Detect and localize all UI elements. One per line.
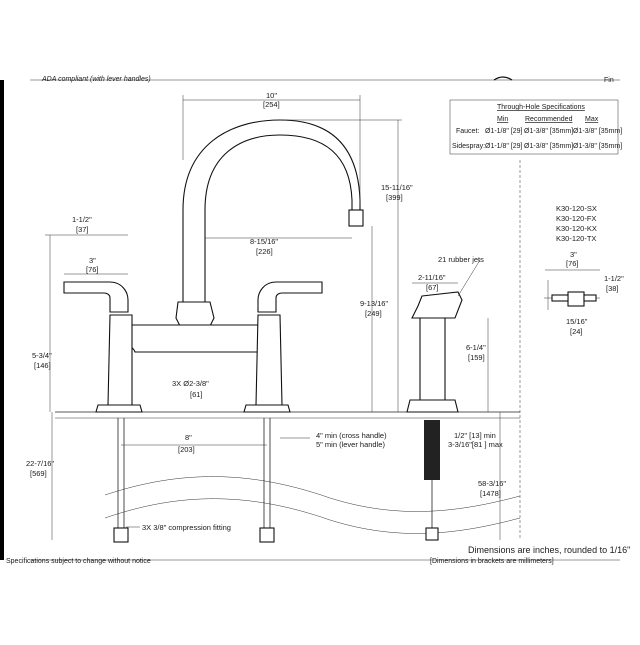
- model-tx: K30-120-TX: [556, 234, 596, 243]
- dim-top-width: 10": [266, 91, 277, 100]
- dim-handle-width: 3": [89, 256, 96, 265]
- dim-overall-height-mm: [399]: [386, 193, 403, 202]
- side-width: 3": [570, 250, 577, 259]
- dim-spray-width: 2-11/16": [418, 273, 446, 282]
- bridge: [114, 324, 281, 353]
- spec-row-sidespray-min: Ø1-1/8" [29]: [485, 143, 523, 150]
- deck-range-min: 1/2" [13] min: [454, 431, 496, 440]
- dim-centers: 8": [185, 433, 192, 442]
- side-height: 1-1/2": [604, 274, 624, 283]
- handle-side-view: [544, 269, 600, 310]
- spec-col-recommended: Recommended: [525, 116, 573, 123]
- dim-holes: 3X Ø2-3/8": [172, 379, 209, 388]
- break-line-lower: [104, 498, 521, 534]
- model-kx: K30-120-KX: [556, 224, 597, 233]
- through-hole-spec-table: Through-Hole Specifications Min Recommen…: [449, 99, 622, 155]
- dim-top-width-mm: [254]: [263, 100, 280, 109]
- dim-overall-height: 15-11/16": [381, 183, 413, 192]
- dim-hose: 58-3/16": [478, 479, 506, 488]
- jets-note: 21 rubber jets: [438, 255, 484, 264]
- fitting-note: 3X 3/8" compression fitting: [142, 523, 231, 532]
- side-depth: 15/16": [566, 317, 588, 326]
- left-base: [95, 404, 143, 413]
- dim-handle-height: 1-1/2": [72, 215, 92, 224]
- spout-tip: [348, 209, 364, 227]
- spec-row-faucet-rec: Ø1-3/8" [35mm]: [524, 128, 573, 135]
- dim-spray-height-mm: [159]: [468, 353, 485, 362]
- spec-row-faucet-label: Faucet:: [456, 128, 479, 135]
- units-note: Dimensions are inches, rounded to 1/16": [468, 545, 630, 555]
- left-footer-note: Specifications subject to change without…: [6, 558, 151, 565]
- side-width-mm: [76]: [566, 259, 579, 268]
- deck-cross-note: 4" min (cross handle): [316, 431, 387, 440]
- dim-hose-mm: [1478]: [480, 489, 501, 498]
- left-valve-body: [107, 314, 133, 406]
- right-shank: [259, 418, 275, 543]
- left-shank: [113, 418, 129, 543]
- dim-holes-mm: [61]: [190, 390, 203, 399]
- spec-row-faucet-min: Ø1-1/8" [29]: [485, 128, 523, 135]
- spec-col-max: Max: [585, 116, 599, 123]
- dim-handle-height-mm: [37]: [76, 225, 89, 234]
- model-sx: K30-120-SX: [556, 204, 597, 213]
- dim-spout-clearance-mm: [249]: [365, 309, 382, 318]
- dim-spray-height: 6-1/4": [466, 343, 486, 352]
- spec-table-title: Through-Hole Specifications: [497, 104, 585, 111]
- corner-mark: Fin: [604, 77, 614, 84]
- spec-row-sidespray-label: Sidespray:: [452, 143, 485, 150]
- sidespray: [406, 291, 463, 541]
- dim-below-deck: 22-7/16": [26, 459, 54, 468]
- dim-reach-mm: [226]: [256, 247, 273, 256]
- right-lever-handle: [257, 281, 323, 313]
- dim-handle-width-mm: [76]: [86, 265, 99, 274]
- right-footer-note: [Dimensions in brackets are millimeters]: [430, 558, 554, 565]
- side-depth-mm: [24]: [570, 327, 583, 336]
- hose-coupling: [424, 420, 440, 480]
- dim-below-deck-mm: [569]: [30, 469, 47, 478]
- right-base: [243, 404, 291, 413]
- deck-range-max: 3-3/16"[81 ] max: [448, 440, 503, 449]
- brand-mark-fragment: [493, 76, 513, 81]
- dim-reach: 8-15/16": [250, 237, 278, 246]
- deck-lever-note: 5" min (lever handle): [316, 440, 385, 449]
- left-lever-handle: [63, 281, 129, 313]
- spec-row-sidespray-rec: Ø1-3/8" [35mm]: [524, 143, 573, 150]
- dim-spout-clearance: 9-13/16": [360, 299, 388, 308]
- model-fx: K30-120-FX: [556, 214, 596, 223]
- dim-body-height-mm: [146]: [34, 361, 51, 370]
- dim-body-height: 5-3/4": [32, 351, 52, 360]
- right-valve-body: [255, 314, 283, 406]
- side-height-mm: [38]: [606, 284, 619, 293]
- dim-centers-mm: [203]: [178, 445, 195, 454]
- spec-row-faucet-max: Ø1-3/8" [35mm]: [573, 128, 622, 135]
- spec-row-sidespray-max: Ø1-3/8" [35mm]: [573, 143, 622, 150]
- ada-note: ADA compliant (with lever handles): [41, 76, 151, 83]
- break-line-upper: [104, 476, 521, 512]
- spec-col-min: Min: [497, 116, 508, 123]
- dim-spray-width-mm: [67]: [426, 283, 439, 292]
